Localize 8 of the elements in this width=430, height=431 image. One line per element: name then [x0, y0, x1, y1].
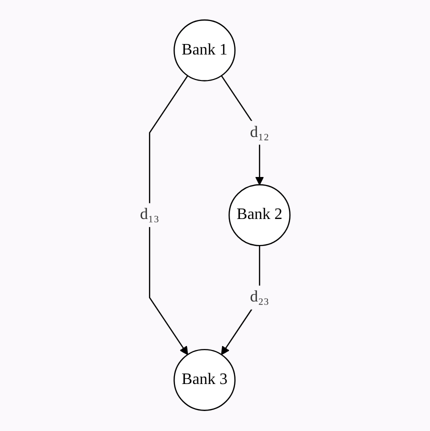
node-circle: Bank 3: [174, 349, 236, 412]
node-circle: Bank 2: [228, 184, 291, 246]
arrow: [149, 76, 188, 356]
edge-label: d₁₃: [140, 206, 160, 224]
arrow: [221, 246, 260, 356]
node-circle: Bank 1: [174, 20, 236, 82]
edge-label: d₂₃: [250, 288, 270, 306]
edge-label: d₁₂: [250, 124, 270, 142]
